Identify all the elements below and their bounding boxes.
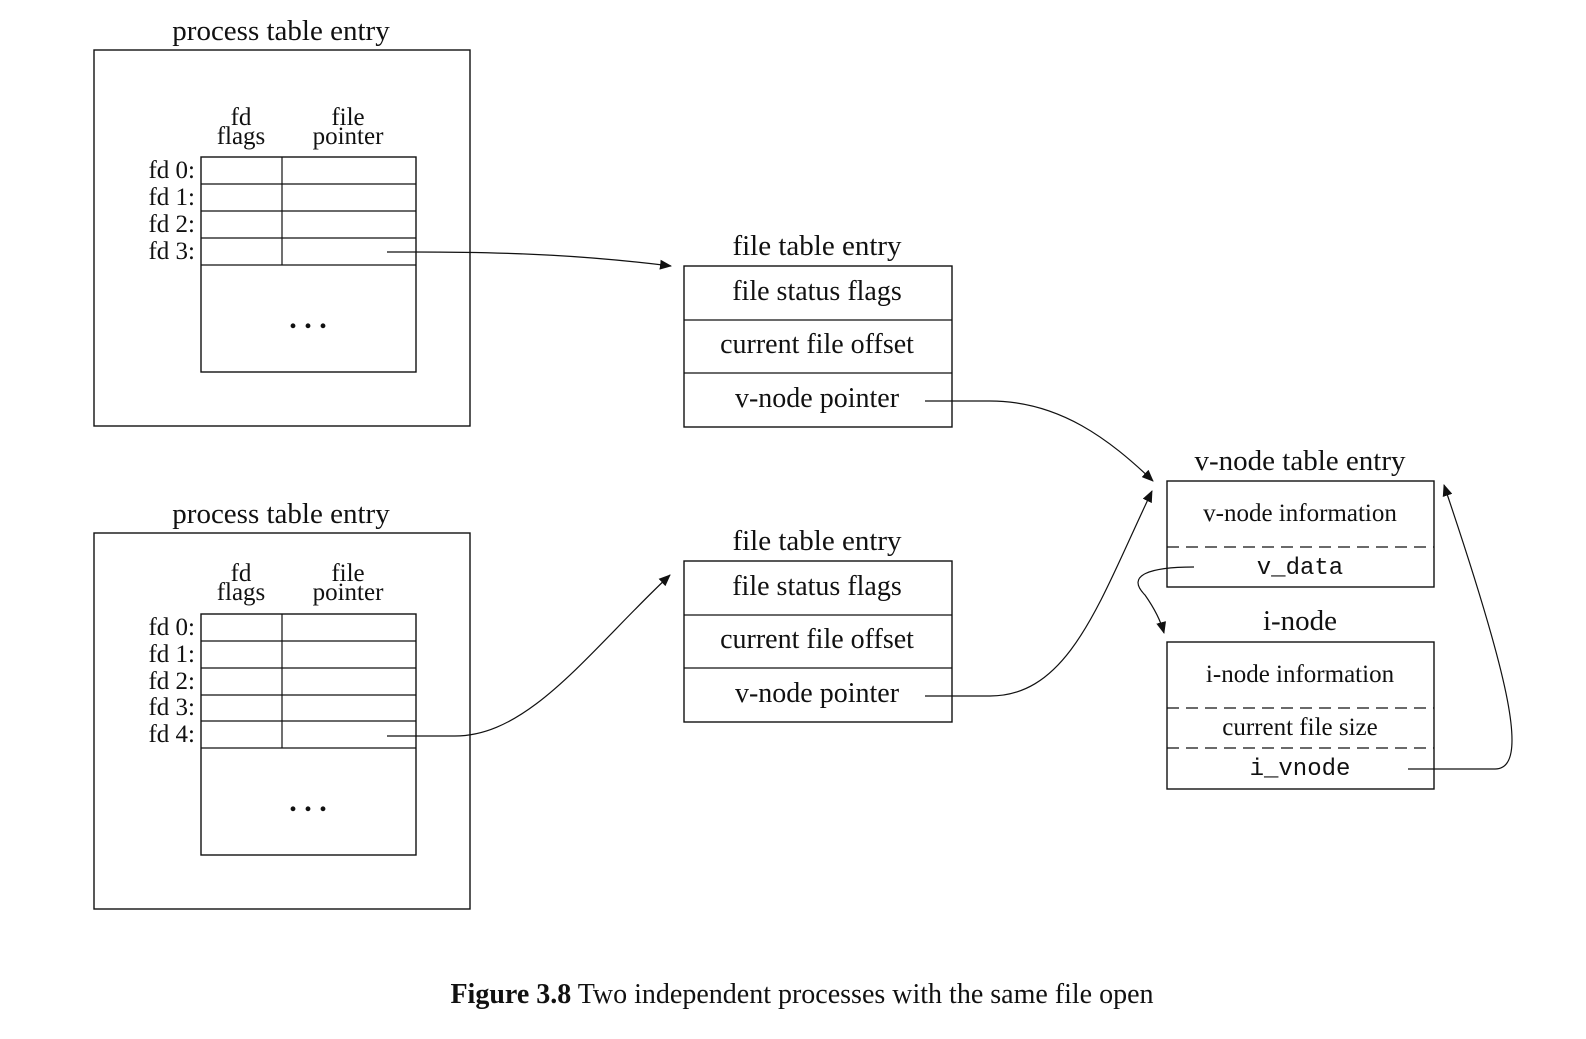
figure-caption-text: Two independent processes with the same … (578, 979, 1154, 1010)
current-file-offset-field: current file offset (720, 329, 914, 360)
file-table-entry-1: file table entry file status flags curre… (683, 230, 953, 428)
fd-table (200, 613, 417, 856)
fd-table (200, 156, 417, 373)
fd-flags-header-line2: flags (217, 123, 266, 150)
fd3-to-file-table-arrow (387, 251, 672, 270)
file-table-title: file table entry (732, 230, 902, 262)
inode-entry: i-node i-node information current file s… (1166, 605, 1435, 790)
fd4-to-file-table-arrow (387, 574, 671, 737)
process-box (93, 49, 471, 427)
fd-flags-header-line1: fd (231, 560, 252, 587)
i-vnode-field: i_vnode (1250, 756, 1351, 783)
vnode-pointer-field: v-node pointer (735, 383, 900, 414)
file-status-flags-field: file status flags (732, 571, 902, 602)
vnode-table-entry: v-node table entry v-node information v_… (1166, 445, 1435, 588)
fd-row-label: fd 3: (148, 694, 195, 721)
process-box (93, 532, 471, 910)
current-file-size-field: current file size (1222, 714, 1377, 741)
fd-row-label: fd 2: (148, 668, 195, 695)
file-table-entry-2: file table entry file status flags curre… (683, 525, 953, 723)
table-ellipsis: . . . (289, 785, 327, 818)
vnode-pointer-2-arrow (925, 490, 1153, 697)
vnode-information-field: v-node information (1203, 500, 1397, 527)
file-status-flags-field: file status flags (732, 276, 902, 307)
process-table-title: process table entry (172, 15, 390, 47)
process-table-title: process table entry (172, 498, 390, 530)
fd-row-label: fd 1: (148, 641, 195, 668)
vnode-table-title: v-node table entry (1195, 445, 1406, 477)
fd-flags-header-line2: flags (217, 579, 266, 606)
vnode-pointer-1-arrow (925, 400, 1154, 482)
file-pointer-header-line1: file (331, 104, 364, 131)
process-table-entry-1: process table entry fd flags file pointe… (93, 15, 471, 427)
fd-row-label: fd 0: (148, 614, 195, 641)
current-file-offset-field: current file offset (720, 624, 914, 655)
process-table-entry-2: process table entry fd flags file pointe… (93, 498, 471, 910)
fd-row-label: fd 4: (148, 721, 195, 748)
file-pointer-header-line1: file (331, 560, 364, 587)
v-data-to-inode-arrow (1137, 566, 1195, 634)
file-pointer-header-line2: pointer (313, 123, 384, 150)
fd-row-label: fd 1: (148, 184, 195, 211)
file-pointer-header-line2: pointer (313, 579, 384, 606)
fd-row-label: fd 0: (148, 157, 195, 184)
table-ellipsis: . . . (289, 302, 327, 335)
figure-caption: Figure 3.8 Two independent processes wit… (450, 979, 1153, 1010)
inode-information-field: i-node information (1206, 661, 1395, 688)
inode-title: i-node (1263, 605, 1337, 637)
v-data-field: v_data (1257, 555, 1343, 582)
fd-row-label: fd 2: (148, 211, 195, 238)
fd-row-label: fd 3: (148, 238, 195, 265)
file-table-title: file table entry (732, 525, 902, 557)
figure-label: Figure 3.8 (450, 979, 571, 1010)
vnode-pointer-field: v-node pointer (735, 678, 900, 709)
fd-flags-header-line1: fd (231, 104, 252, 131)
i-vnode-to-vnode-arrow (1408, 484, 1513, 770)
